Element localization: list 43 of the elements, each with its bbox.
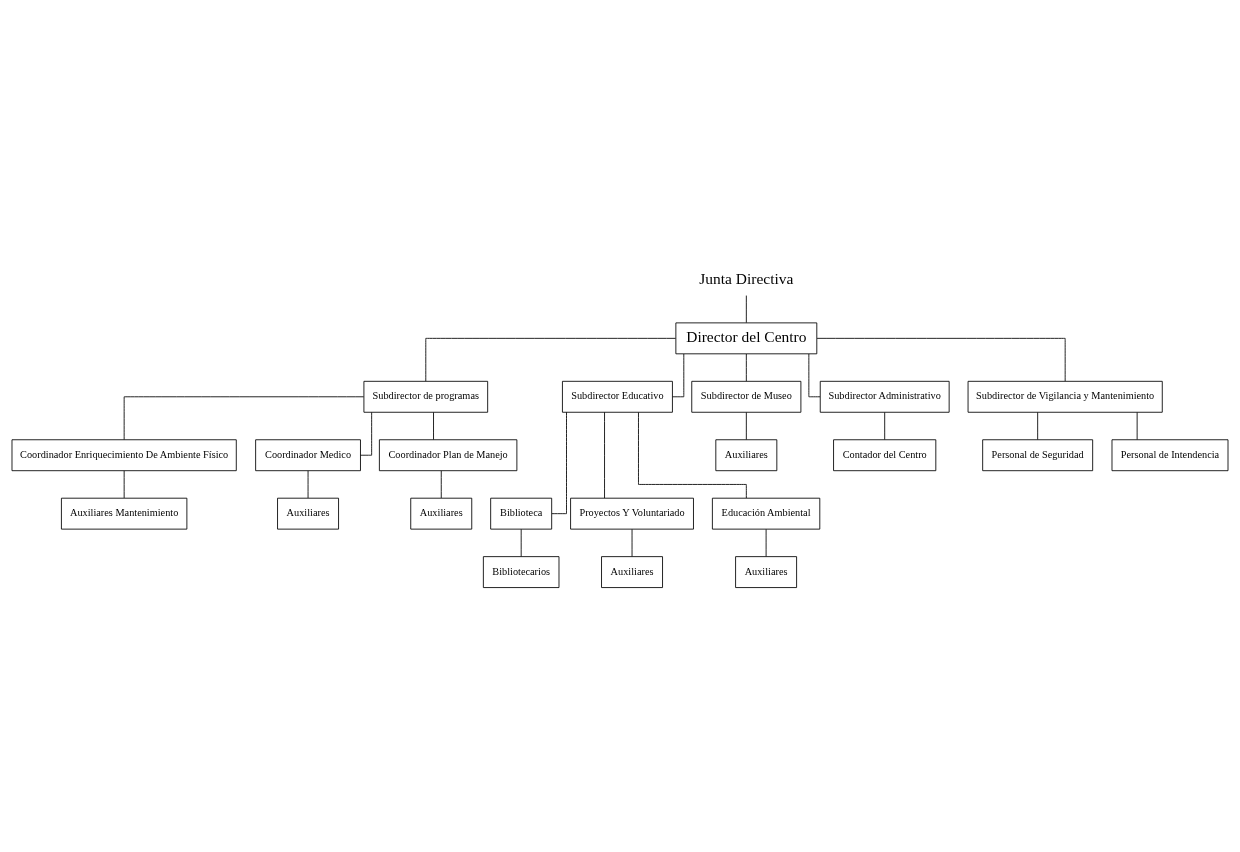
connector xyxy=(631,528,633,557)
node-box: Auxiliares xyxy=(715,439,778,472)
node-box: Proyectos Y Voluntariado xyxy=(570,497,694,530)
connector xyxy=(307,470,309,499)
connector xyxy=(123,470,125,499)
node-box: Coordinador Plan de Manejo xyxy=(378,439,518,472)
node-box: Subdirector de Museo xyxy=(691,380,802,413)
node-box: Biblioteca xyxy=(490,497,553,530)
connector xyxy=(745,353,747,382)
node-box: Subdirector de programas xyxy=(363,380,489,413)
connector xyxy=(745,412,747,440)
node-box: Director del Centro xyxy=(675,322,818,355)
connector xyxy=(808,353,821,398)
connector xyxy=(1037,412,1039,440)
node-box: Auxiliares Mantenimiento xyxy=(61,497,188,530)
node-text: Junta Directiva xyxy=(699,269,794,287)
connector xyxy=(816,337,1066,382)
node-box: Coordinador Medico xyxy=(255,439,361,472)
connector xyxy=(745,295,747,324)
node-box: Contador del Centro xyxy=(833,439,937,472)
connector xyxy=(765,528,767,557)
node-box: Auxiliares xyxy=(735,556,798,588)
connector xyxy=(360,412,373,456)
connector xyxy=(604,411,605,499)
node-box: Educación Ambiental xyxy=(711,497,821,530)
connector xyxy=(1136,412,1138,440)
node-box: Personal de Intendencia xyxy=(1111,439,1229,472)
connector xyxy=(425,337,676,382)
node-box: Subdirector Educativo xyxy=(562,380,673,413)
connector xyxy=(884,412,886,440)
node-box: Coordinador Enriquecimiento De Ambiente Físico xyxy=(11,439,237,472)
node-box: Bibliotecarios xyxy=(482,556,560,588)
node-box: Auxiliares xyxy=(410,497,473,530)
node-box: Personal de Seguridad xyxy=(982,439,1094,472)
connector xyxy=(433,412,434,440)
node-box: Subdirector de Vigilancia y Mantenimiento xyxy=(967,380,1163,413)
connector xyxy=(520,528,522,557)
node-box: Auxiliares xyxy=(277,497,339,530)
connector xyxy=(123,396,365,440)
connector xyxy=(672,353,685,398)
connector xyxy=(440,470,442,499)
node-box: Auxiliares xyxy=(601,556,663,588)
node-box: Subdirector Administrativo xyxy=(819,380,950,413)
